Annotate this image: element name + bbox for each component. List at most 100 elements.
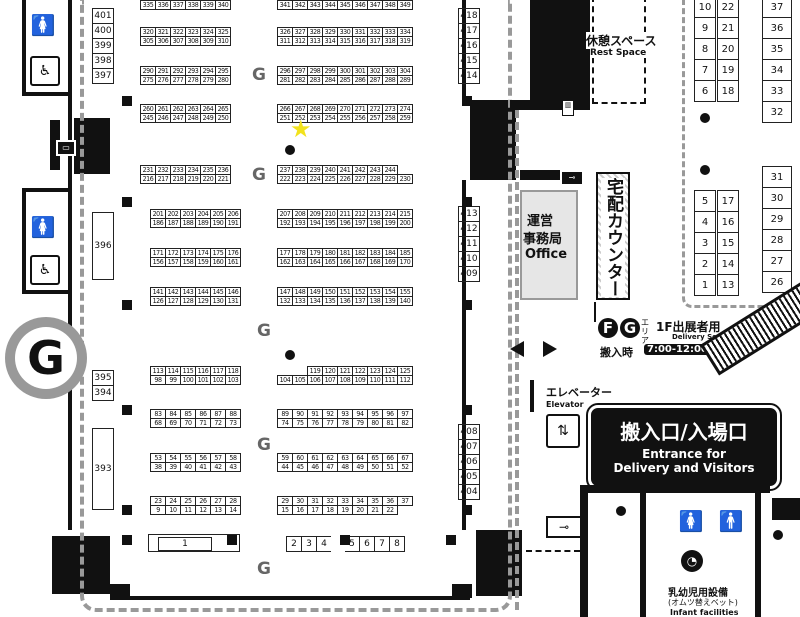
booth[interactable]: 129 <box>195 296 211 306</box>
booth[interactable]: 27 <box>762 250 792 272</box>
booth[interactable]: 157 <box>165 257 181 267</box>
booth[interactable]: 123 <box>367 366 383 376</box>
booth[interactable]: 105 <box>292 375 308 385</box>
booth[interactable]: 126 <box>150 296 166 306</box>
booth[interactable]: 8 <box>389 536 405 552</box>
booth[interactable]: 342 <box>292 0 308 10</box>
booth[interactable]: 242 <box>352 165 368 175</box>
booth[interactable]: 125 <box>397 366 413 376</box>
booth[interactable]: 316 <box>352 36 368 46</box>
booth[interactable]: 80 <box>367 418 383 428</box>
booth[interactable]: 50 <box>367 462 383 472</box>
booth[interactable]: 411 <box>458 236 480 252</box>
booth[interactable]: 337 <box>170 0 186 10</box>
booth[interactable]: 92 <box>322 409 338 419</box>
booth[interactable]: 235 <box>200 165 216 175</box>
booth[interactable]: 330 <box>337 27 353 37</box>
booth[interactable]: 64 <box>352 453 368 463</box>
booth[interactable]: 276 <box>155 75 171 85</box>
booth[interactable]: 204 <box>195 209 211 219</box>
booth[interactable]: 21 <box>717 17 739 39</box>
booth[interactable]: 69 <box>165 418 181 428</box>
booth[interactable]: 306 <box>155 36 171 46</box>
booth[interactable]: 55 <box>180 453 196 463</box>
booth[interactable]: 318 <box>382 36 398 46</box>
booth[interactable]: 321 <box>155 27 171 37</box>
booth[interactable] <box>278 367 293 376</box>
booth[interactable]: 193 <box>292 218 308 228</box>
booth[interactable]: 132 <box>277 296 293 306</box>
booth[interactable]: 20 <box>717 38 739 60</box>
booth[interactable]: 163 <box>292 257 308 267</box>
booth[interactable]: 200 <box>397 218 413 228</box>
booth[interactable]: 285 <box>337 75 353 85</box>
booth[interactable]: 66 <box>382 453 398 463</box>
booth[interactable]: 45 <box>292 462 308 472</box>
booth[interactable]: 314 <box>322 36 338 46</box>
booth[interactable]: 21 <box>367 505 383 515</box>
booth[interactable]: 236 <box>215 165 231 175</box>
booth[interactable]: 65 <box>367 453 383 463</box>
booth[interactable]: 20 <box>352 505 368 515</box>
booth[interactable]: 169 <box>382 257 398 267</box>
booth[interactable]: 190 <box>210 218 226 228</box>
booth[interactable]: 400 <box>92 23 114 39</box>
booth[interactable]: 220 <box>200 174 216 184</box>
booth[interactable]: 409 <box>458 266 480 282</box>
booth[interactable]: 397 <box>92 68 114 84</box>
booth[interactable]: 345 <box>337 0 353 10</box>
booth[interactable]: 396 <box>92 212 114 280</box>
booth[interactable]: 4 <box>694 211 716 233</box>
booth[interactable]: 290 <box>140 66 156 76</box>
booth[interactable]: 281 <box>277 75 293 85</box>
booth[interactable]: 63 <box>337 453 353 463</box>
booth[interactable]: 7 <box>694 59 716 81</box>
booth[interactable]: 100 <box>180 375 196 385</box>
booth[interactable]: 57 <box>210 453 226 463</box>
booth[interactable]: 160 <box>210 257 226 267</box>
booth[interactable]: 286 <box>352 75 368 85</box>
booth[interactable]: 87 <box>210 409 226 419</box>
booth[interactable]: 159 <box>195 257 211 267</box>
booth[interactable]: 208 <box>292 209 308 219</box>
booth[interactable]: 101 <box>195 375 211 385</box>
booth[interactable]: 106 <box>307 375 323 385</box>
booth[interactable]: 293 <box>185 66 201 76</box>
booth[interactable]: 16 <box>292 505 308 515</box>
booth[interactable]: 273 <box>382 104 398 114</box>
booth[interactable]: 302 <box>367 66 383 76</box>
booth[interactable]: 33 <box>762 80 792 102</box>
booth[interactable]: 162 <box>277 257 293 267</box>
booth[interactable]: 348 <box>382 0 398 10</box>
booth[interactable]: 142 <box>165 287 181 297</box>
booth[interactable]: 95 <box>367 409 383 419</box>
booth[interactable]: 16 <box>717 211 739 233</box>
booth[interactable]: 278 <box>185 75 201 85</box>
booth[interactable]: 234 <box>185 165 201 175</box>
booth[interactable]: 104 <box>277 375 293 385</box>
booth[interactable]: 395 <box>92 370 114 386</box>
booth[interactable]: 112 <box>397 375 413 385</box>
booth[interactable]: 308 <box>185 36 201 46</box>
booth[interactable]: 161 <box>225 257 241 267</box>
booth[interactable]: 138 <box>367 296 383 306</box>
booth[interactable]: 77 <box>322 418 338 428</box>
booth[interactable]: 264 <box>200 104 216 114</box>
booth[interactable]: 201 <box>150 209 166 219</box>
booth[interactable]: 258 <box>382 113 398 123</box>
booth[interactable]: 51 <box>382 462 398 472</box>
booth[interactable]: 2 <box>286 536 302 552</box>
booth[interactable]: 38 <box>150 462 166 472</box>
booth[interactable]: 407 <box>458 439 480 455</box>
booth[interactable]: 61 <box>307 453 323 463</box>
booth[interactable]: 85 <box>180 409 196 419</box>
booth[interactable]: 128 <box>180 296 196 306</box>
booth[interactable]: 250 <box>215 113 231 123</box>
booth[interactable]: 260 <box>140 104 156 114</box>
booth[interactable]: 268 <box>307 104 323 114</box>
booth[interactable]: 335 <box>140 0 156 10</box>
booth[interactable]: 14 <box>717 253 739 275</box>
booth[interactable]: 269 <box>322 104 338 114</box>
booth[interactable]: 24 <box>165 496 181 506</box>
booth[interactable]: 6 <box>359 536 375 552</box>
